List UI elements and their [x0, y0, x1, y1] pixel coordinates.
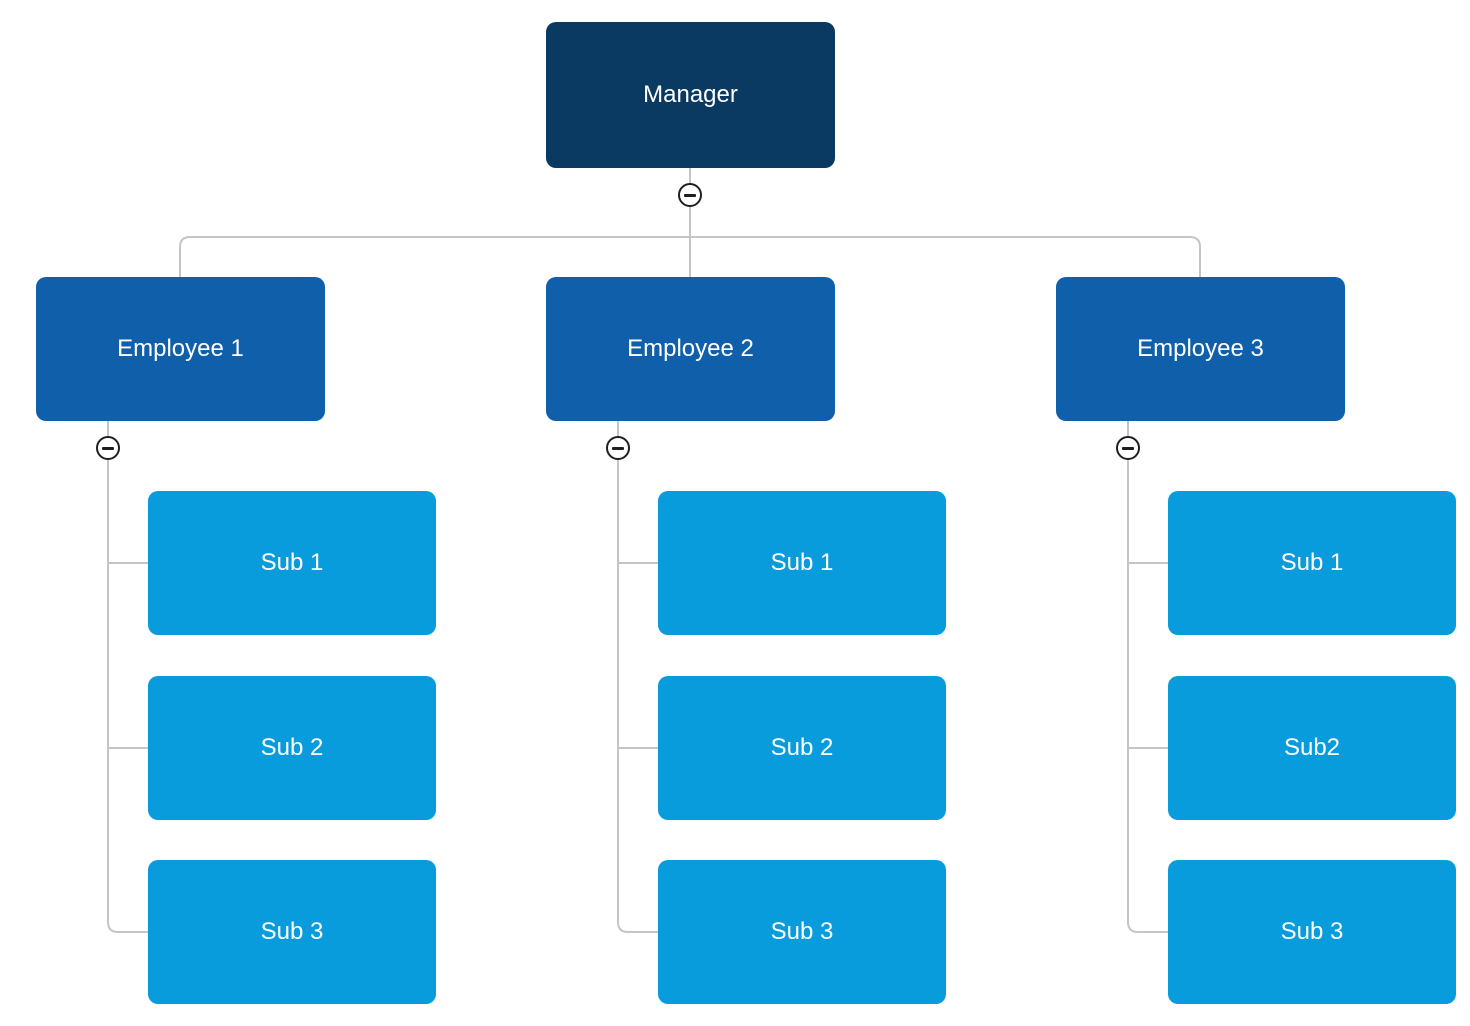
node-employee-2-label: Employee 2	[627, 335, 754, 362]
node-employee-2[interactable]: Employee 2	[546, 277, 835, 421]
connector-employee1-stem	[107, 421, 148, 933]
minus-icon	[1122, 446, 1134, 450]
node-manager-label: Manager	[643, 81, 738, 108]
collapse-icon-employee-3[interactable]	[1116, 436, 1140, 460]
node-employee-2-sub-3[interactable]: Sub 3	[658, 860, 946, 1004]
node-employee-1-label: Employee 1	[117, 335, 244, 362]
node-sub-label: Sub 3	[1280, 918, 1344, 945]
node-employee-2-sub-1[interactable]: Sub 1	[658, 491, 946, 635]
node-sub-label: Sub 2	[770, 734, 834, 761]
node-employee-3-sub-2[interactable]: Sub2	[1168, 676, 1456, 820]
node-sub-label: Sub2	[1283, 734, 1341, 761]
node-employee-2-sub-2[interactable]: Sub 2	[658, 676, 946, 820]
node-sub-label: Sub 3	[770, 918, 834, 945]
minus-icon	[684, 193, 696, 197]
node-employee-3-sub-1[interactable]: Sub 1	[1168, 491, 1456, 635]
collapse-icon-employee-1[interactable]	[96, 436, 120, 460]
node-manager[interactable]: Manager	[546, 22, 835, 168]
node-employee-1[interactable]: Employee 1	[36, 277, 325, 421]
node-sub-label: Sub 1	[1280, 549, 1344, 576]
node-employee-3-label: Employee 3	[1137, 335, 1264, 362]
node-employee-1-sub-2[interactable]: Sub 2	[148, 676, 436, 820]
node-employee-1-sub-1[interactable]: Sub 1	[148, 491, 436, 635]
collapse-icon-manager[interactable]	[678, 183, 702, 207]
node-sub-label: Sub 2	[260, 734, 324, 761]
node-sub-label: Sub 3	[260, 918, 324, 945]
connector-manager-rail	[179, 236, 1201, 277]
node-employee-3[interactable]: Employee 3	[1056, 277, 1345, 421]
minus-icon	[612, 446, 624, 450]
minus-icon	[102, 446, 114, 450]
node-sub-label: Sub 1	[770, 549, 834, 576]
collapse-icon-employee-2[interactable]	[606, 436, 630, 460]
connector-employee2-stem	[617, 421, 658, 933]
connector-employee3-stem	[1127, 421, 1168, 933]
node-employee-1-sub-3[interactable]: Sub 3	[148, 860, 436, 1004]
node-employee-3-sub-3[interactable]: Sub 3	[1168, 860, 1456, 1004]
node-sub-label: Sub 1	[260, 549, 324, 576]
